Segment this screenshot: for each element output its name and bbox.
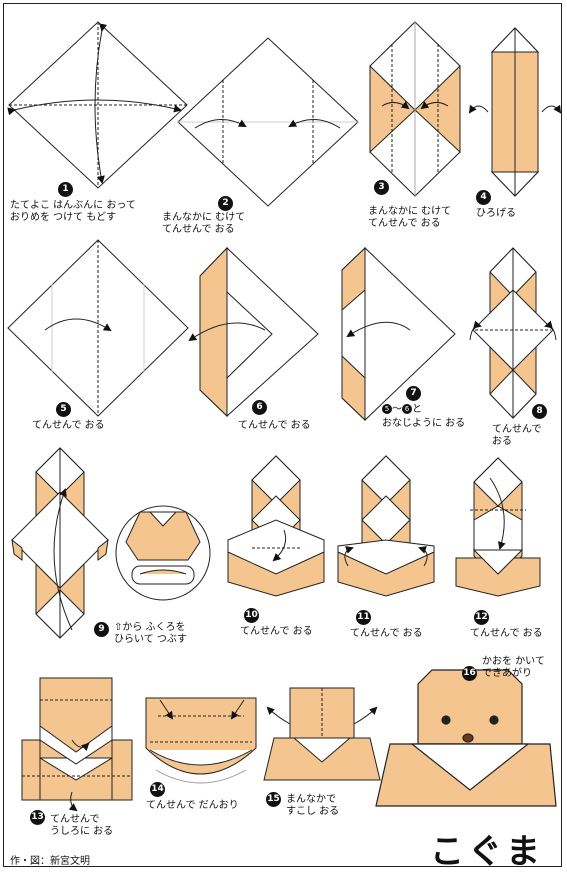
- author-credit: 作・図：新宮文明: [10, 856, 90, 867]
- step-number-1: 1: [58, 182, 73, 197]
- step-caption-3: まんなかに むけて てんせんで おる: [368, 206, 452, 229]
- step-caption-7: おなじように おる: [382, 418, 466, 429]
- step7-figure: [341, 246, 456, 422]
- step14-figure: [145, 697, 257, 784]
- step13-figure: [21, 677, 133, 812]
- page-title: こぐま: [430, 832, 544, 872]
- step-number-12: 12: [474, 610, 489, 625]
- step-range-separator: 〜: [392, 404, 402, 415]
- step12-figure: [455, 457, 541, 597]
- step1-figure: [7, 21, 188, 189]
- step-caption-5: てんせんで おる: [32, 420, 105, 431]
- step10-figure: [227, 455, 325, 597]
- step-caption-4: ひろげる: [476, 208, 516, 219]
- step-number-3: 3: [374, 180, 389, 195]
- step-number-16: 16: [462, 666, 477, 681]
- step-caption-10: てんせんで おる: [240, 626, 313, 637]
- step6-figure: [188, 246, 319, 418]
- step-caption-11: てんせんで おる: [350, 628, 423, 639]
- step5-figure: [7, 239, 189, 417]
- step-caption-6: てんせんで おる: [238, 420, 311, 431]
- step-range-suffix: と: [412, 404, 422, 415]
- step-caption-13: てんせんで うしろに おる: [50, 814, 114, 837]
- step-caption-8: てんせんで おる: [492, 424, 542, 447]
- step-caption-2: まんなかに むけて てんせんで おる: [162, 212, 246, 235]
- step-number-15: 15: [266, 792, 281, 807]
- step15-figure: [263, 687, 381, 781]
- step-caption-12: てんせんで おる: [470, 628, 543, 639]
- step-caption-9: ひらいて つぶす: [114, 634, 187, 645]
- step9-detail-circle: [115, 505, 211, 601]
- step3-figure: [369, 21, 461, 197]
- step-number-9: 9: [94, 622, 109, 637]
- page-frame: [3, 3, 562, 867]
- step-number-10: 10: [244, 608, 259, 623]
- step-number-8: 8: [532, 404, 547, 419]
- step-caption-16: かおを かいて できあがり: [482, 656, 545, 679]
- step-number-2: 2: [218, 196, 233, 211]
- step-number-5: 5: [56, 402, 71, 417]
- step4-figure: [468, 27, 562, 197]
- step-ref-6: 6: [402, 404, 412, 414]
- step-caption-9-prefix: ⇧から ふくろを: [114, 622, 186, 633]
- step11-figure: [337, 455, 435, 597]
- step-ref-5: 5: [382, 404, 392, 414]
- step-caption-15: まんなかで すこし おる: [286, 794, 340, 817]
- step9-figure: [11, 447, 109, 639]
- step-caption-14: てんせんで だんおり: [146, 800, 239, 811]
- step-number-7: 7: [406, 386, 421, 401]
- step-number-6: 6: [252, 400, 267, 415]
- step16-finished-bear: [375, 669, 557, 807]
- step-number-14: 14: [150, 782, 165, 797]
- step8-figure: [469, 247, 557, 419]
- step-number-11: 11: [356, 610, 371, 625]
- step2-figure: [177, 37, 359, 207]
- step-number-13: 13: [30, 810, 45, 825]
- step-caption-1: たてよこ はんぶんに おって おりめを つけて もどす: [10, 200, 136, 223]
- step-number-4: 4: [476, 190, 491, 205]
